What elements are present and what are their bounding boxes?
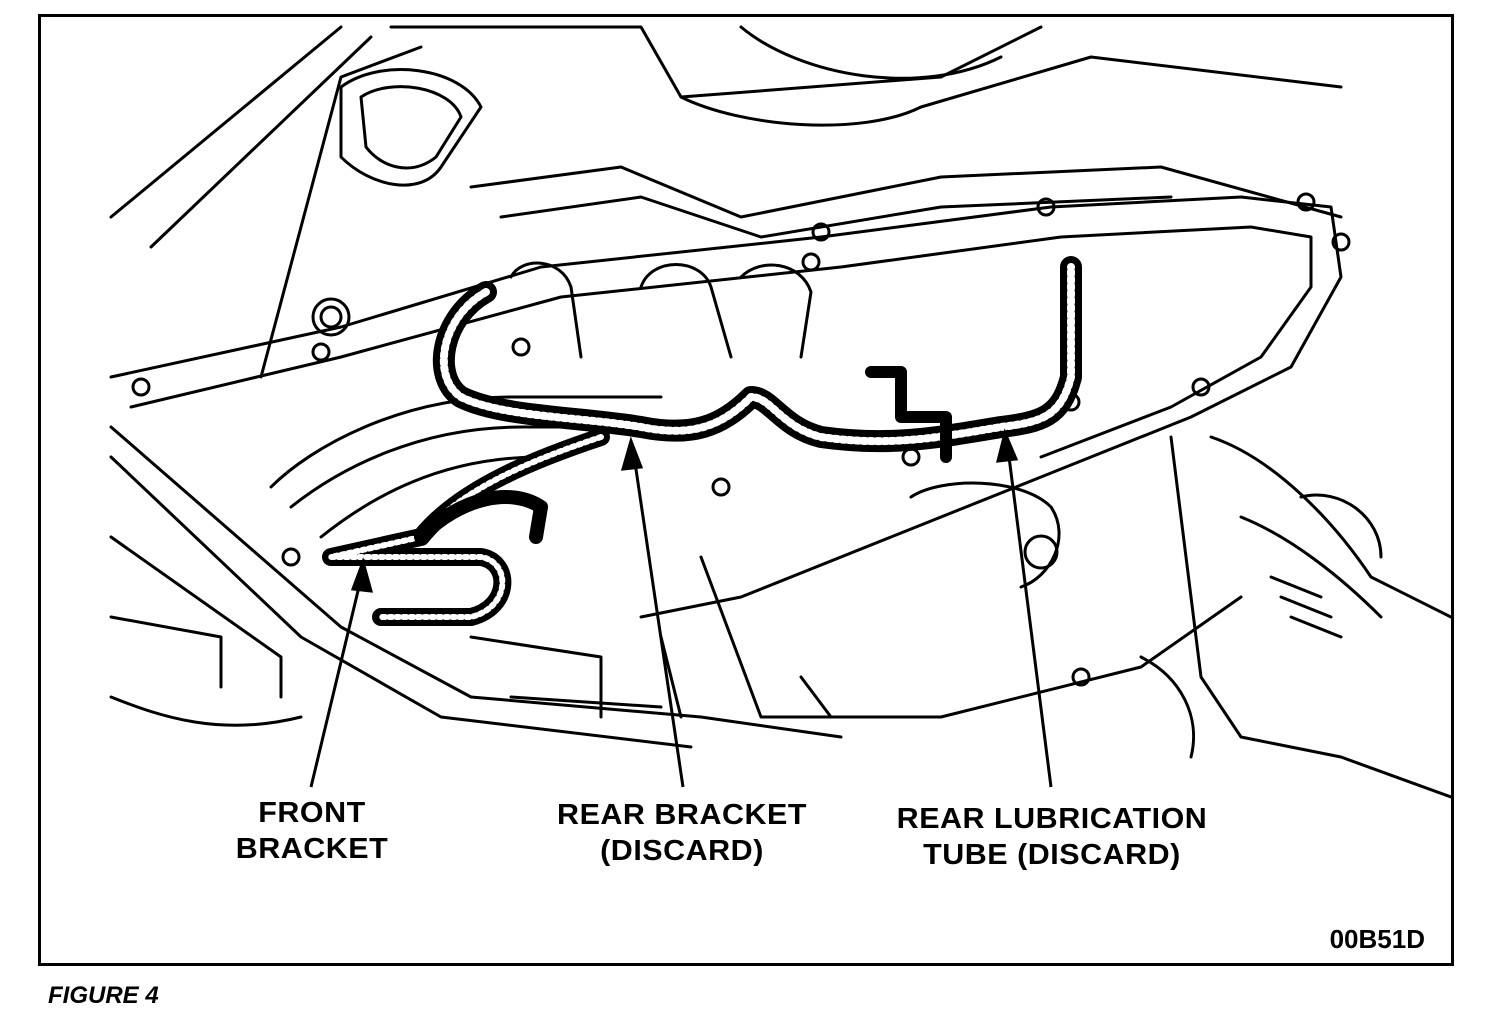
figure-frame: FRONT BRACKET REAR BRACKET (DISCARD) REA… [38, 14, 1454, 966]
rear-lubrication-tube-label: REAR LUBRICATION TUBE (DISCARD) [879, 801, 1226, 873]
front-bracket-label-line1: FRONT [258, 797, 366, 829]
rear-lubrication-tube-label-line1: REAR LUBRICATION [896, 803, 1208, 835]
rear-bracket-label-line2: (DISCARD) [600, 835, 764, 867]
figure-caption: FIGURE 4 [48, 982, 159, 1009]
rear-bracket-label: REAR BRACKET (DISCARD) [540, 797, 824, 869]
rear-bracket-label-line1: REAR BRACKET [557, 799, 807, 831]
rear-lubrication-tube-label-line2: TUBE (DISCARD) [923, 839, 1181, 871]
figure-code: 00B51D [1329, 924, 1425, 954]
front-bracket-label: FRONT BRACKET [214, 795, 409, 867]
front-bracket-label-line2: BRACKET [235, 833, 389, 865]
engine-line-drawing [109, 25, 1451, 799]
